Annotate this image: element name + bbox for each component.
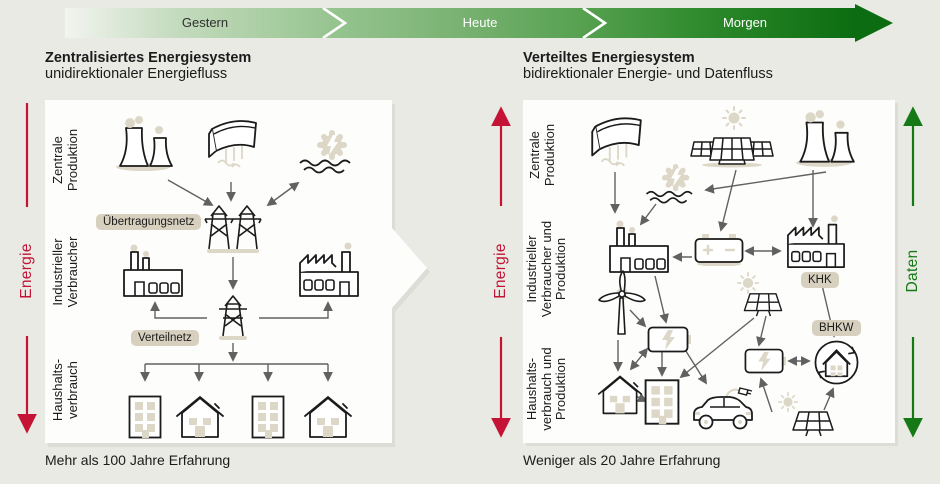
bhkw-unit-label: BHKW — [812, 320, 861, 336]
left-level-zentrale-produktion: Zentrale Produktion — [50, 128, 80, 192]
home-battery-icon — [647, 326, 691, 353]
right-system-title: Verteiltes Energiesystem — [523, 50, 695, 66]
apartment-icon — [644, 379, 680, 426]
left-panel-box — [45, 100, 427, 443]
right-system-diagram — [591, 106, 859, 437]
right-system-subtitle: bidirektionaler Energie- und Datenfluss — [523, 66, 773, 82]
right-level-haushaltsverbrauch-produktion: Haushalts- verbrauch und Produktion — [523, 347, 569, 431]
transmission-grid-label: Übertragungsnetz — [96, 214, 202, 230]
timeline-phase-morgen: Morgen — [722, 15, 768, 30]
right-level-industrieller-verbraucher-produktion: Industrieller Verbraucher und Produktion — [523, 220, 569, 318]
left-energy-axis-label: Energie — [18, 243, 35, 299]
right-level-zentrale-produktion: Zentrale Produktion — [527, 123, 557, 187]
right-system-header: Verteiltes Energiesystem bidirektionaler… — [523, 50, 773, 82]
flow-axes — [17, 103, 923, 438]
timeline-phase-heute: Heute — [462, 15, 498, 30]
left-flow-arrows — [140, 179, 333, 382]
sun-icon — [737, 272, 759, 294]
left-level-industrieller-verbraucher: Industrieller Verbraucher — [50, 236, 80, 308]
right-data-axis-label: Daten — [904, 249, 921, 293]
left-system-title: Zentralisiertes Energiesystem — [45, 50, 252, 66]
smart-home-icon — [814, 340, 859, 385]
timeline-bar — [65, 8, 855, 38]
distribution-grid-label: Verteilnetz — [131, 330, 199, 346]
home-battery-icon — [744, 348, 786, 374]
apartment-icon — [128, 395, 162, 439]
chevron-right-icon — [582, 8, 608, 38]
timeline-phase-gestern: Gestern — [181, 15, 229, 30]
right-energy-axis-label: Energie — [492, 243, 509, 299]
left-level-haushaltsverbrauch: Haushalts- verbrauch — [50, 358, 80, 422]
right-system-caption: Weniger als 20 Jahre Erfahrung — [523, 452, 721, 468]
left-system-subtitle: unidirektionaler Energiefluss — [45, 66, 228, 82]
left-system-diagram — [115, 116, 359, 439]
left-system-header: Zentralisiertes Energiesystem unidirekti… — [45, 50, 251, 82]
chevron-right-icon — [322, 8, 348, 38]
left-system-caption: Mehr als 100 Jahre Erfahrung — [45, 452, 231, 468]
timeline-arrowhead-icon — [855, 4, 893, 42]
sun-icon — [722, 106, 746, 130]
timeline-chevron-separators — [322, 8, 608, 38]
sun-icon — [778, 392, 798, 412]
khk-unit-label: KHK — [801, 272, 839, 288]
battery-icon — [694, 234, 744, 266]
apartment-icon — [251, 395, 285, 439]
right-flow-arrows — [610, 169, 837, 413]
